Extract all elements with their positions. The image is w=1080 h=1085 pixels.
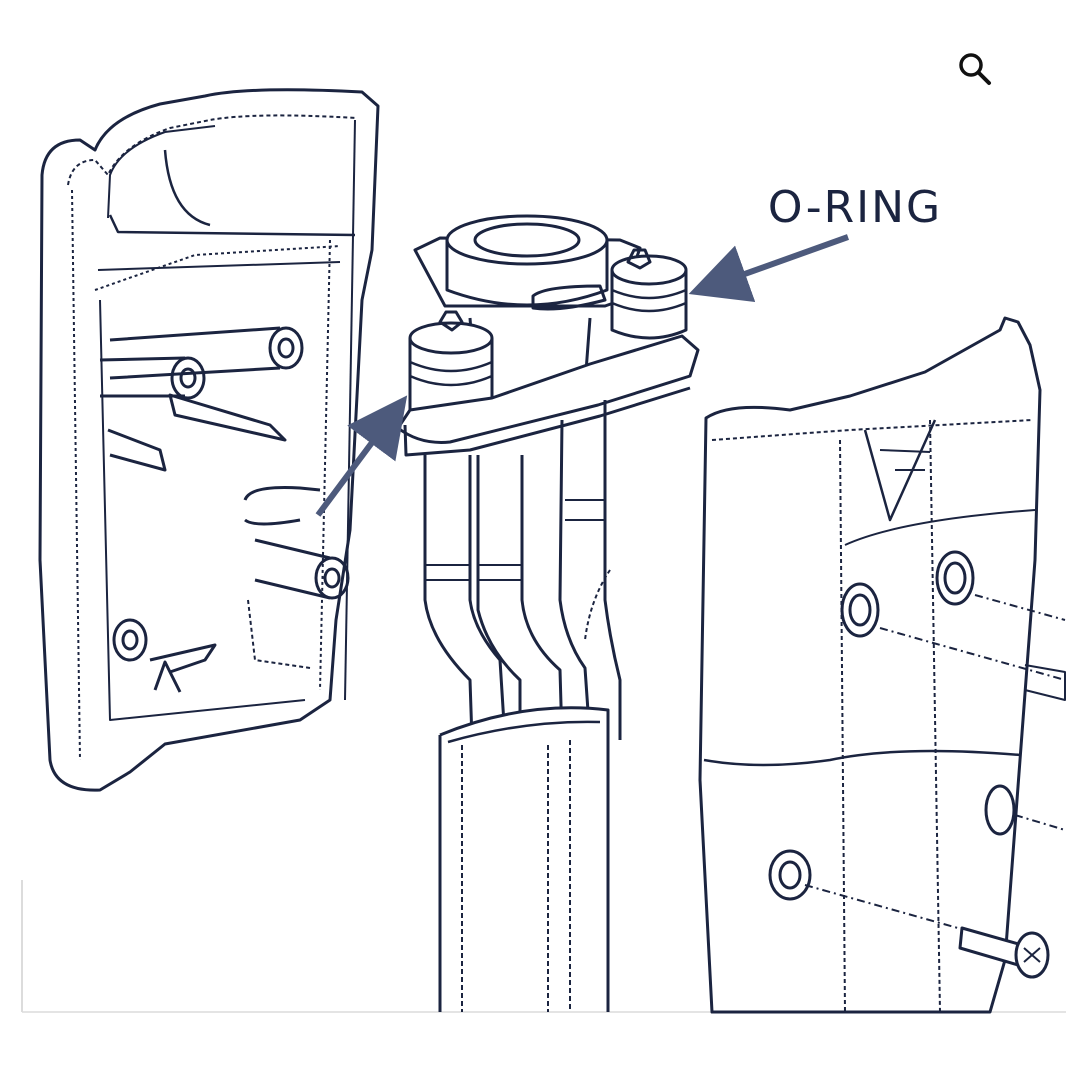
callout-arrow-left (315, 395, 408, 517)
right-housing-half (698, 316, 1066, 1014)
zoom-button[interactable] (950, 44, 1000, 94)
callout-arrow-right (688, 234, 850, 303)
left-housing-half (38, 88, 380, 792)
magnifier-icon (959, 53, 991, 85)
connector-assembly (396, 214, 700, 1012)
o-ring-callout-label: O-RING (768, 182, 942, 233)
